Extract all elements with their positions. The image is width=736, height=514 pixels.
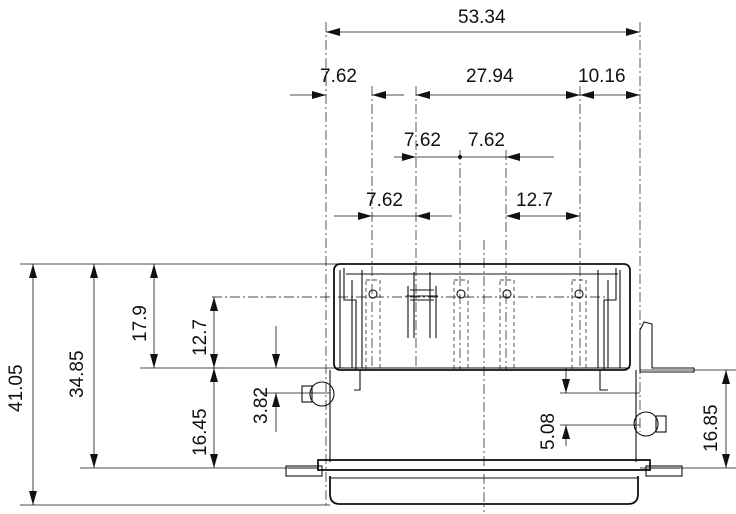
right-mounting-lug	[633, 321, 695, 437]
dim-label-total-height: 41.05	[6, 364, 27, 412]
left-screw	[301, 381, 335, 407]
dim-label-top-section: 17.9	[130, 305, 151, 342]
dim-right-height: 16.85	[640, 369, 736, 469]
dim-fourth-row: 7.62 12.7	[334, 190, 580, 220]
dim-label-middle-span: 27.94	[466, 66, 514, 87]
dim-label-right-offset: 10.16	[578, 66, 626, 87]
dim-label-left-offset: 7.62	[320, 66, 357, 87]
vertical-extension-lines	[20, 263, 350, 506]
dim-label-right-pin-offset: 5.08	[538, 413, 559, 450]
dim-label-overall-width: 53.34	[458, 7, 506, 28]
contact-pins	[365, 272, 587, 371]
dim-label-lower-pitch: 7.62	[366, 190, 403, 211]
dim-total-height: 41.05	[6, 264, 37, 505]
dim-label-pitch-left: 7.62	[404, 130, 441, 151]
dim-pin-offset: 3.82	[251, 326, 280, 432]
dim-label-pitch-right: 7.62	[468, 130, 505, 151]
dim-label-lower-section: 16.45	[190, 408, 211, 456]
dim-pin-row: 12.7	[190, 297, 218, 368]
dim-label-body-height: 34.85	[67, 350, 88, 398]
dim-overall-width: 53.34	[326, 7, 640, 36]
dim-top-section: 17.9	[130, 264, 158, 368]
dim-label-right-pitch: 12.7	[516, 190, 553, 211]
dim-lower-section: 16.45	[190, 368, 218, 468]
dim-body-height: 34.85	[67, 264, 98, 468]
dim-right-pin-offset: 5.08	[538, 368, 640, 450]
dim-label-pin-row: 12.7	[190, 319, 211, 356]
connector-housing	[285, 263, 683, 505]
dim-label-right-height: 16.85	[701, 404, 722, 452]
dim-second-row: 7.62 27.94 10.16	[290, 66, 640, 99]
dim-label-pin-offset: 3.82	[251, 387, 272, 424]
center-lines	[212, 22, 641, 512]
dim-third-row: 7.62 7.62	[394, 130, 554, 161]
